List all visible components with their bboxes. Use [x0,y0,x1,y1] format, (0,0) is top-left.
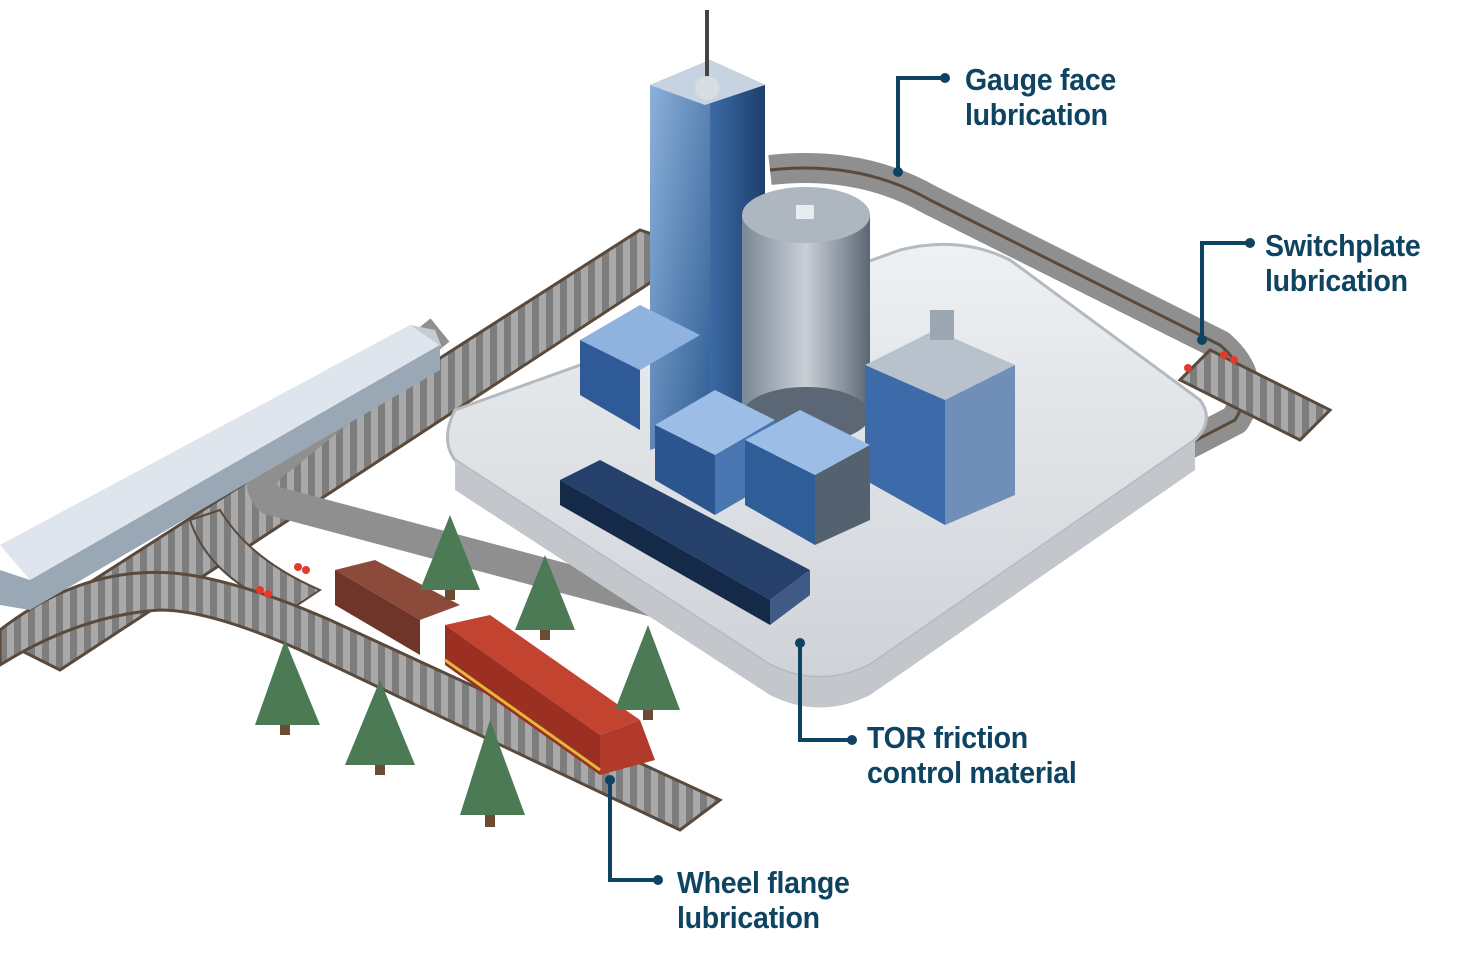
glass-low-blocks [580,305,870,545]
callout-wheel-flange-line1: Wheel flange [677,865,850,900]
callout-leader-lines [605,73,1255,885]
cylindrical-tower [742,187,870,443]
leader-switchplate [1200,241,1250,340]
track-network [0,153,1333,832]
callout-tor-friction: TOR friction control material [867,720,1077,790]
leader-tor-friction [798,643,852,742]
callout-wheel-flange: Wheel flange lubrication [677,865,850,935]
callout-tor-friction-line2: control material [867,755,1077,790]
blue-passenger-train [560,460,810,625]
glass-office-block-right [865,310,1015,525]
callout-switchplate-line1: Switchplate [1265,228,1421,263]
lubrication-points [256,351,1238,598]
callout-tor-friction-line1: TOR friction [867,720,1028,755]
callout-switchplate-line2: lubrication [1265,263,1408,298]
callout-gauge-face-line1: Gauge face [965,62,1116,97]
callout-wheel-flange-line2: lubrication [677,900,820,935]
callout-gauge-face-line2: lubrication [965,97,1108,132]
red-freight-train [335,560,655,775]
callout-switchplate: Switchplate lubrication [1265,228,1421,298]
leader-gauge-face [896,76,945,172]
leader-wheel-flange [608,780,658,882]
white-passenger-train [0,325,445,610]
pine-trees [255,515,680,827]
track-lower-branch [0,570,723,832]
callout-gauge-face: Gauge face lubrication [965,62,1116,132]
